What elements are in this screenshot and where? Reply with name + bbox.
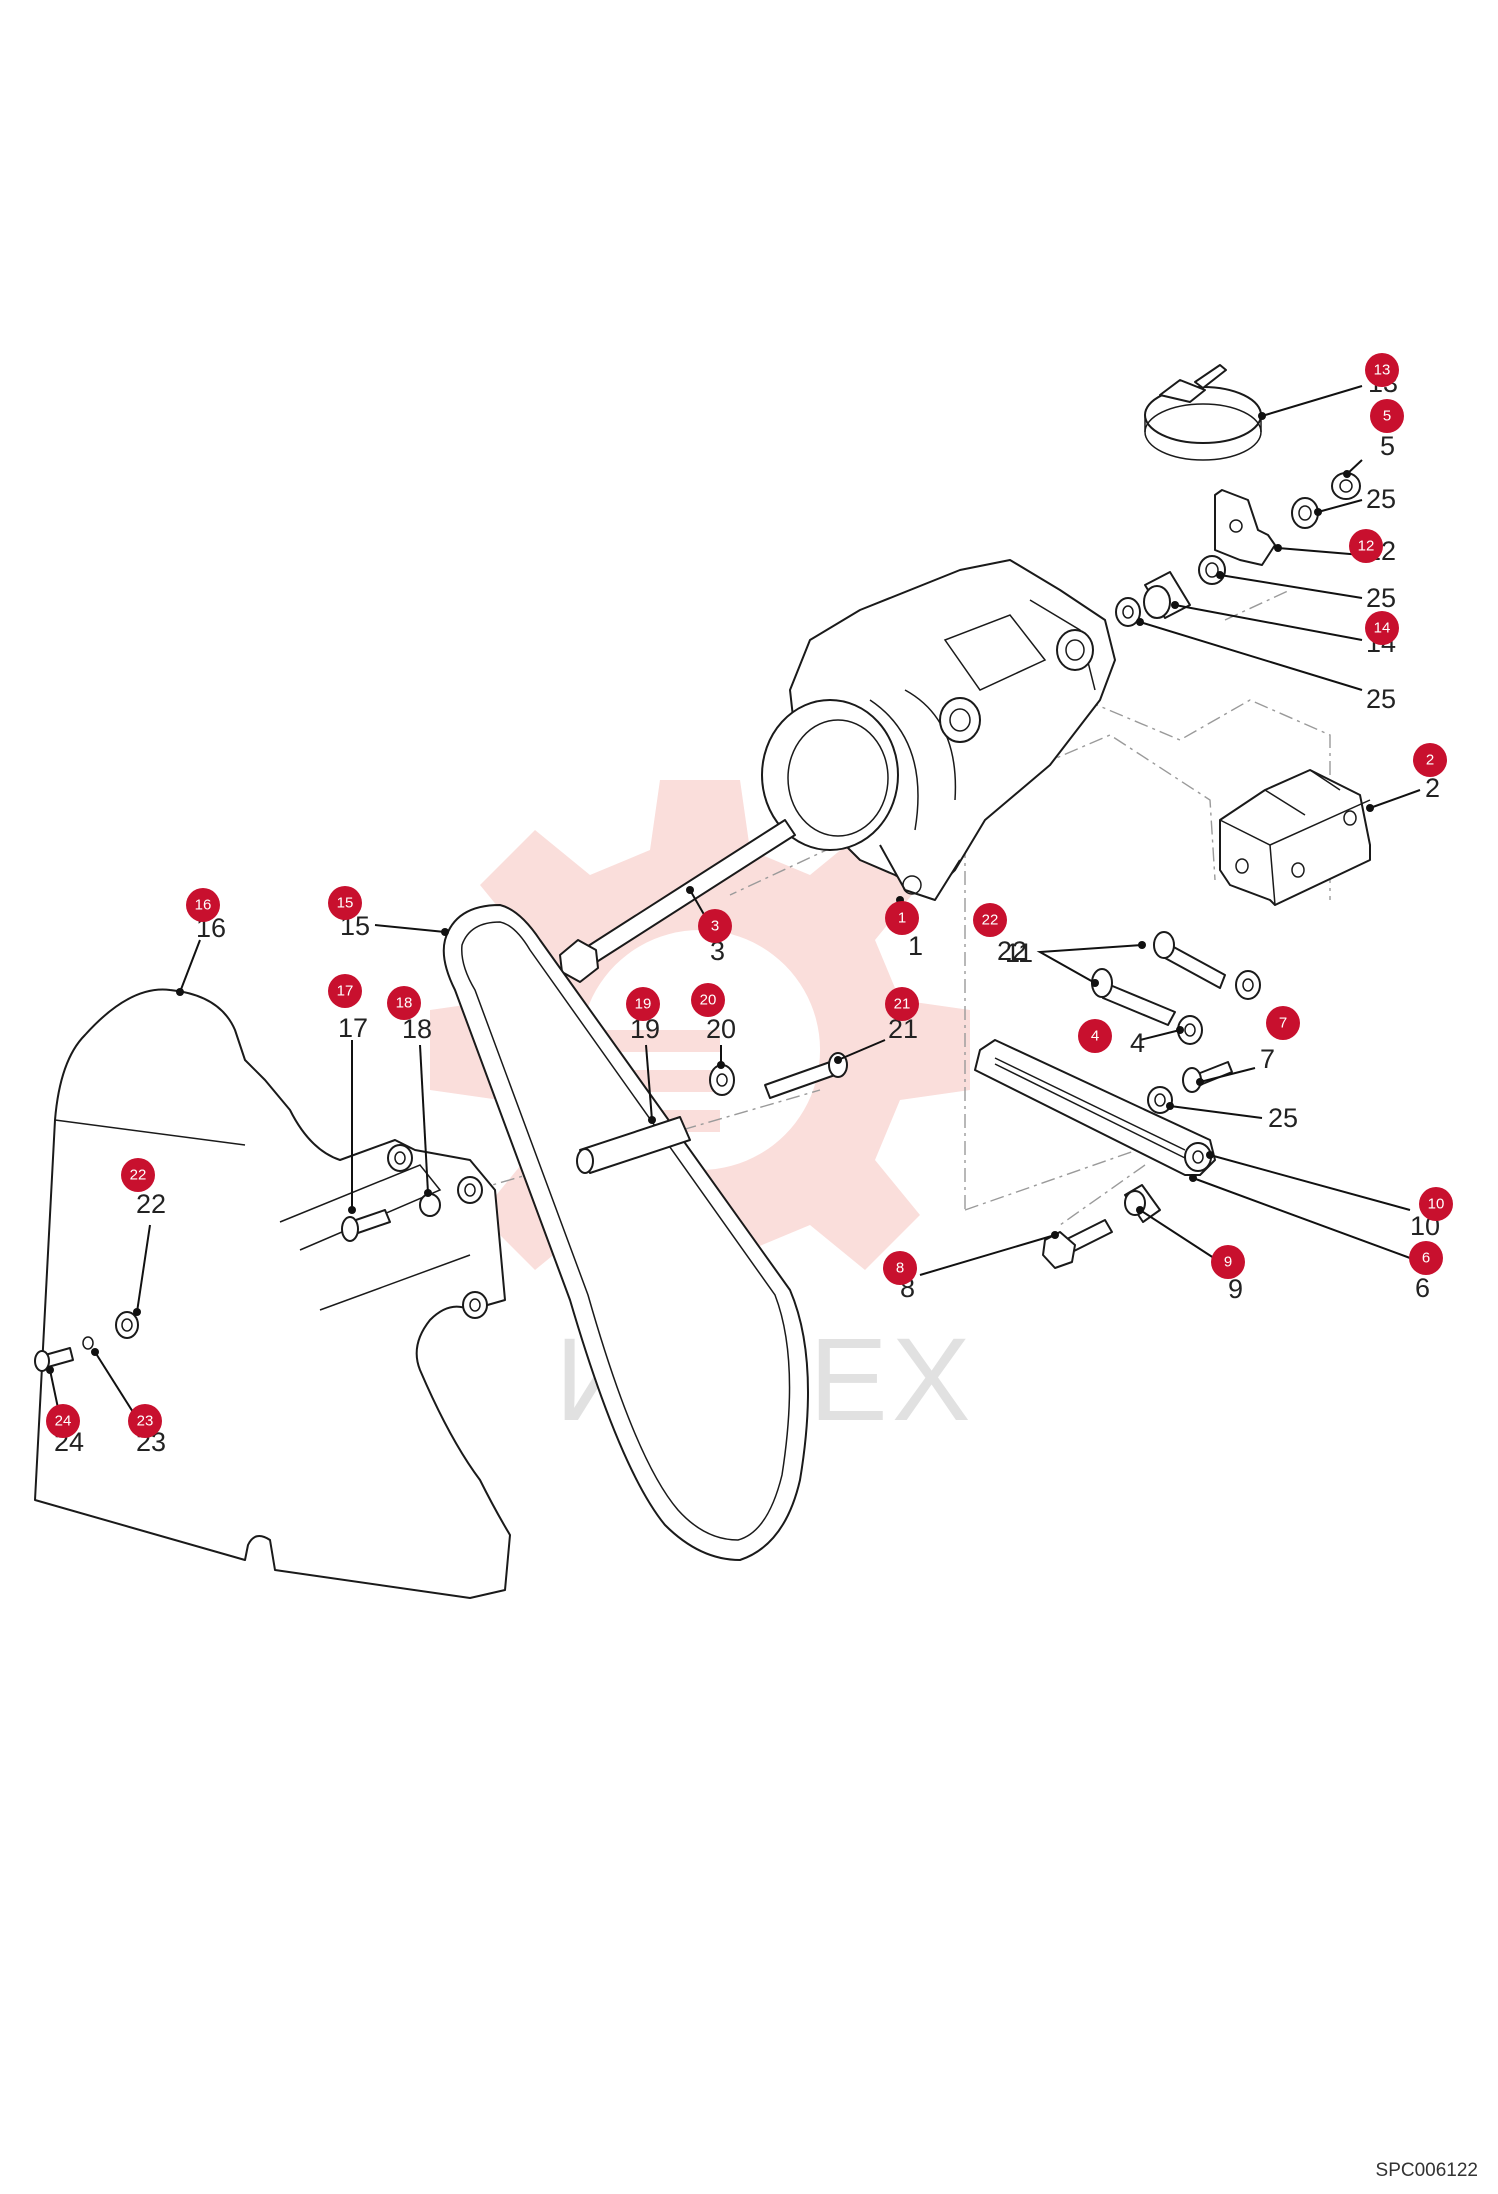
svg-text:15: 15 — [337, 895, 354, 912]
callout-badge-12[interactable]: 12 — [1349, 529, 1383, 563]
callout-badge-13[interactable]: 13 — [1365, 353, 1399, 387]
svg-text:21: 21 — [894, 996, 911, 1013]
callout-badge-2[interactable]: 2 — [1413, 743, 1447, 777]
leader-lines — [46, 385, 1421, 1421]
item-number: 9 — [1228, 1274, 1243, 1304]
callout-badge-7[interactable]: 7 — [1266, 1006, 1300, 1040]
adjusting-strap — [974, 1039, 1233, 1269]
item-number: 22 — [136, 1189, 166, 1219]
callout-badge-16[interactable]: 16 — [186, 888, 220, 922]
callout-badge-20[interactable]: 20 — [691, 983, 725, 1017]
callout-badge-19[interactable]: 19 — [626, 987, 660, 1021]
svg-text:18: 18 — [396, 995, 413, 1012]
callout-badge-10[interactable]: 10 — [1419, 1187, 1453, 1221]
item-number: 4 — [1130, 1028, 1145, 1058]
belt-guard — [34, 988, 511, 1599]
callout-badge-24[interactable]: 24 — [46, 1404, 80, 1438]
svg-text:3: 3 — [711, 918, 719, 935]
callout-badge-1[interactable]: 1 — [885, 901, 919, 935]
item-number: 7 — [1260, 1044, 1275, 1074]
callout-badge-3[interactable]: 3 — [698, 909, 732, 943]
svg-text:1: 1 — [898, 910, 906, 927]
svg-text:8: 8 — [896, 1260, 904, 1277]
svg-text:14: 14 — [1374, 620, 1391, 637]
svg-text:12: 12 — [1358, 538, 1375, 555]
alternator — [761, 559, 1116, 901]
item-number: 1 — [908, 931, 923, 961]
tension-bracket — [1115, 472, 1361, 627]
item-number: 6 — [1415, 1273, 1430, 1303]
svg-text:24: 24 — [55, 1413, 72, 1430]
svg-text:5: 5 — [1383, 408, 1391, 425]
callout-badge-17[interactable]: 17 — [328, 974, 362, 1008]
item-number: 25 — [1366, 484, 1396, 514]
bracket-bolts — [1091, 931, 1261, 1045]
callout-badge-8[interactable]: 8 — [883, 1251, 917, 1285]
item-number: 11 — [1005, 938, 1033, 968]
svg-text:22: 22 — [982, 912, 999, 929]
item-number: 25 — [1366, 684, 1396, 714]
callout-badges: 13 5 12 14 2 1 3 22 4 7 10 6 9 8 15 16 1… — [46, 353, 1453, 1438]
callout-badge-6[interactable]: 6 — [1409, 1241, 1443, 1275]
callout-badge-18[interactable]: 18 — [387, 986, 421, 1020]
callout-badge-21[interactable]: 21 — [885, 987, 919, 1021]
item-number: 22 — [997, 936, 1027, 966]
item-number: 25 — [1268, 1103, 1298, 1133]
svg-text:22: 22 — [130, 1167, 147, 1184]
v-belt — [442, 904, 809, 1561]
callout-badge-5[interactable]: 5 — [1370, 399, 1404, 433]
callout-badge-22-lower[interactable]: 22 — [121, 1158, 155, 1192]
item-number: 2 — [1425, 773, 1440, 803]
mounting-block — [1219, 769, 1371, 906]
svg-text:6: 6 — [1422, 1250, 1430, 1267]
svg-text:13: 13 — [1374, 362, 1391, 379]
svg-text:23: 23 — [137, 1413, 154, 1430]
callout-badge-15[interactable]: 15 — [328, 886, 362, 920]
callout-badge-22-upper[interactable]: 22 — [973, 903, 1007, 937]
item-number: 20 — [706, 1014, 736, 1044]
svg-text:2: 2 — [1426, 752, 1434, 769]
callout-badge-14[interactable]: 14 — [1365, 611, 1399, 645]
svg-text:16: 16 — [195, 897, 212, 914]
svg-text:7: 7 — [1279, 1015, 1287, 1032]
item-number: 25 — [1366, 583, 1396, 613]
callout-badge-23[interactable]: 23 — [128, 1404, 162, 1438]
hose-clamp — [1144, 364, 1262, 461]
item-number: 3 — [710, 936, 725, 966]
svg-text:10: 10 — [1428, 1196, 1445, 1213]
callout-badge-9[interactable]: 9 — [1211, 1245, 1245, 1279]
callout-badge-4[interactable]: 4 — [1078, 1019, 1112, 1053]
svg-text:19: 19 — [635, 996, 652, 1013]
drawing-code: SPC006122 — [1375, 2160, 1478, 2181]
svg-text:9: 9 — [1224, 1254, 1232, 1271]
item-number: 17 — [338, 1013, 368, 1043]
item-number: 5 — [1380, 431, 1395, 461]
svg-text:20: 20 — [700, 992, 717, 1009]
svg-text:4: 4 — [1091, 1028, 1099, 1045]
svg-text:17: 17 — [337, 983, 354, 1000]
